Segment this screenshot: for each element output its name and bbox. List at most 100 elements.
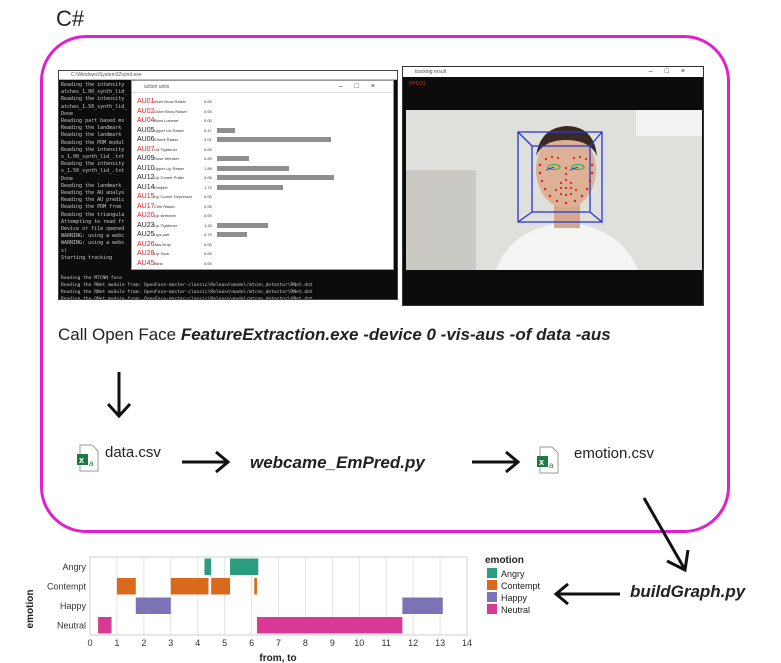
- au-name: Nose Wrinkler: [154, 156, 180, 161]
- console-line: Reading the intensity: [61, 161, 125, 168]
- au-code: AU23: [137, 221, 155, 229]
- au-code: AU20: [137, 212, 155, 219]
- face-tracking-illustration: [406, 110, 702, 270]
- segment-contempt: [211, 578, 231, 595]
- segment-contempt: [254, 578, 257, 595]
- au-value: 3.01: [204, 137, 212, 142]
- au-value: 0.00: [204, 203, 212, 209]
- segment-angry: [230, 558, 259, 575]
- au-value: 3.09: [204, 175, 212, 180]
- tracking-window: tracking result –□× FPS:21: [402, 66, 704, 306]
- au-name: Outer Brow Raiser: [154, 108, 187, 114]
- console-line: Reading the MTCNN face: [61, 276, 122, 281]
- segment-contempt: [170, 578, 209, 595]
- console-line: Reading the PDM from: [61, 204, 122, 211]
- segment-happy: [135, 597, 171, 614]
- x-tick-label: 7: [276, 638, 281, 648]
- au-name: Brow Lowerer: [154, 118, 179, 123]
- command-description: Call Open Face FeatureExtraction.exe -de…: [58, 325, 611, 345]
- x-tick-label: 12: [408, 638, 418, 648]
- au-code: AU12: [137, 174, 155, 181]
- legend-label: Neutral: [501, 605, 531, 615]
- au-name: Lid Tightener: [154, 146, 178, 152]
- console-line: Reading the AU analys: [61, 190, 125, 197]
- console-line: atches_1.00_synth_lid_: [61, 89, 128, 96]
- x-tick-label: 2: [141, 638, 146, 648]
- au-code: AU05: [137, 126, 155, 134]
- au-value: 0.00: [204, 118, 212, 123]
- au-code: AU06: [137, 136, 155, 143]
- x-tick-label: 8: [303, 638, 308, 648]
- y-tick-label: Angry: [62, 562, 86, 572]
- au-code: AU04: [137, 117, 155, 124]
- right-arrow-icon: [182, 450, 231, 474]
- svg-text:x: x: [79, 455, 84, 465]
- console-line: Reading the landmark: [61, 132, 122, 139]
- legend-label: Angry: [501, 569, 525, 579]
- x-tick-label: 1: [114, 638, 119, 648]
- segment-neutral: [98, 617, 112, 634]
- window-controls[interactable]: –□×: [338, 83, 387, 90]
- au-value: 0.00: [204, 251, 212, 256]
- y-tick-label: Neutral: [57, 620, 86, 630]
- legend-swatch: [487, 604, 497, 614]
- console-line: Reading the triangula: [61, 211, 125, 218]
- down-arrow-icon: [106, 372, 132, 419]
- au-name: Lip Tightener: [154, 222, 178, 228]
- au-value: 0.00: [204, 146, 212, 152]
- au-code: AU09: [137, 155, 155, 162]
- console-line: Starting tracking: [61, 254, 113, 261]
- segment-happy: [402, 597, 443, 614]
- au-value: 1.33: [204, 222, 212, 228]
- console-line: Reading the intensity: [61, 82, 125, 88]
- au-window-title: action units: [132, 81, 393, 93]
- au-code: AU02: [137, 107, 155, 115]
- svg-text:a: a: [549, 461, 554, 470]
- predict-script-label: webcame_EmPred.py: [250, 453, 425, 472]
- console-line: Done: [61, 110, 74, 117]
- au-code: AU10: [137, 164, 155, 172]
- console-line: Reading part based mo: [61, 118, 125, 125]
- excel-file-icon: x a: [77, 444, 99, 472]
- tracking-window-controls[interactable]: –□×: [648, 68, 697, 75]
- segment-neutral: [256, 617, 403, 634]
- language-label: C#: [56, 6, 85, 31]
- command-text: FeatureExtraction.exe -device 0 -vis-aus…: [180, 325, 611, 344]
- command-prefix: Call Open Face: [58, 325, 181, 344]
- au-code: AU45: [137, 259, 155, 267]
- au-value: 0.00: [204, 194, 212, 199]
- au-intensity-bar: [217, 137, 332, 142]
- webcam-frame-image: [406, 110, 702, 270]
- au-code: AU28: [137, 250, 155, 257]
- legend-swatch: [487, 592, 497, 602]
- au-value: 0.00: [204, 108, 212, 114]
- plot-area: [89, 556, 468, 636]
- console-line: s): [61, 247, 68, 254]
- console-line: Device or file opened: [61, 226, 125, 233]
- legend-item: Happy: [487, 592, 527, 604]
- console-line: Reading the RNet module from: OpenFace-m…: [61, 283, 313, 288]
- svg-text:x: x: [539, 457, 544, 467]
- console-line: Reading the intensity: [61, 146, 125, 153]
- au-value: 1.73: [204, 184, 212, 190]
- x-tick-label: 4: [195, 638, 200, 648]
- au-value: 0.00: [204, 241, 212, 247]
- chart-bars: [98, 558, 443, 634]
- data-csv-label: data.csv: [105, 444, 161, 461]
- tracking-window-title: tracking result: [403, 67, 703, 77]
- console-line: Done: [61, 175, 74, 182]
- segment-contempt: [116, 578, 136, 595]
- au-code: AU01: [137, 98, 155, 105]
- au-name: Inner Brow Raiser: [154, 99, 187, 104]
- console-titlebar: C:\Windows\System32\cmd.exe: [59, 71, 397, 80]
- au-name: Lips part: [154, 232, 170, 237]
- console-line: s_1.00_synth_lid_.txt: [61, 154, 125, 161]
